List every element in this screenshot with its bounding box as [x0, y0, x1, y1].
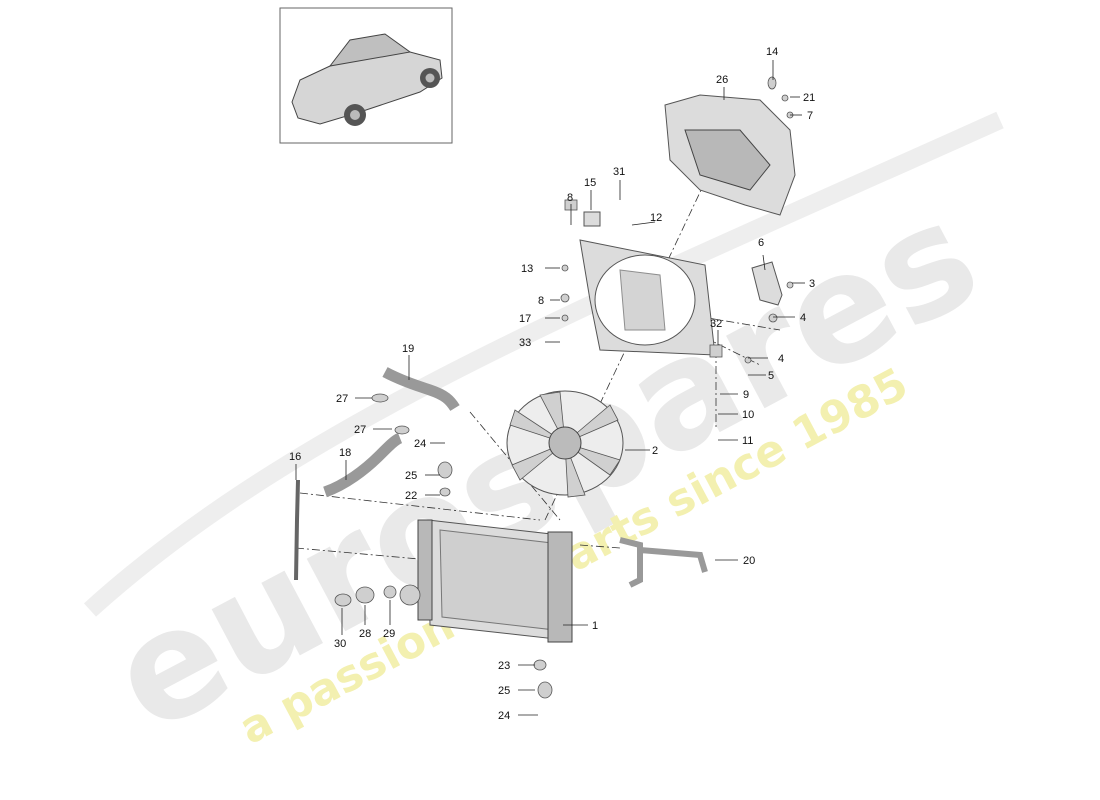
callout-6: 6: [758, 237, 764, 249]
callout-4: 4: [800, 312, 806, 324]
callout-12: 12: [650, 212, 662, 224]
callout-1: 1: [592, 620, 598, 632]
callouts: 1 2 3 4 4 5 6 7 8 8 9 10 11 12 13 14 15 …: [289, 46, 815, 722]
callout-27: 27: [354, 424, 366, 436]
small-bracket: [583, 211, 601, 227]
lower-hose: [323, 432, 403, 498]
callout-25: 25: [405, 470, 417, 482]
callout-8: 8: [567, 192, 573, 204]
callout-31: 31: [613, 166, 625, 178]
callout-18: 18: [339, 447, 351, 459]
small-fittings: [334, 76, 794, 699]
callout-23: 23: [498, 660, 510, 672]
callout-33: 33: [519, 337, 531, 349]
callout-16: 16: [289, 451, 301, 463]
fan-assembly: [506, 390, 624, 498]
callout-5: 5: [768, 370, 774, 382]
callout-2: 2: [652, 445, 658, 457]
callout-14: 14: [766, 46, 778, 58]
callout-4: 4: [778, 353, 784, 365]
callout-28: 28: [359, 628, 371, 640]
fan-shroud: [664, 94, 796, 216]
bracket: [751, 261, 783, 306]
fan-frame: [579, 239, 716, 356]
callout-25: 25: [498, 685, 510, 697]
coolant-pipe: [619, 537, 708, 588]
callout-21: 21: [803, 92, 815, 104]
callout-leaders: [295, 60, 805, 716]
callout-30: 30: [334, 638, 346, 650]
vent-hose: [294, 479, 300, 581]
radiator: [417, 519, 573, 643]
callout-15: 15: [584, 177, 596, 189]
callout-24: 24: [414, 438, 426, 450]
callout-32: 32: [710, 318, 722, 330]
callout-20: 20: [743, 555, 755, 567]
callout-24: 24: [498, 710, 510, 722]
callout-13: 13: [521, 263, 533, 275]
callout-7: 7: [807, 110, 813, 122]
callout-11: 11: [742, 435, 753, 447]
upper-hose: [382, 367, 460, 412]
callout-9: 9: [743, 389, 749, 401]
callout-29: 29: [383, 628, 395, 640]
callout-10: 10: [742, 409, 754, 421]
callout-22: 22: [405, 490, 417, 502]
car-thumbnail: [279, 7, 453, 144]
callout-26: 26: [716, 74, 728, 86]
callout-27: 27: [336, 393, 348, 405]
callout-17: 17: [519, 313, 531, 325]
watermark-swoosh: [83, 111, 1004, 617]
callout-3: 3: [809, 278, 815, 290]
callout-19: 19: [402, 343, 414, 355]
callout-8: 8: [538, 295, 544, 307]
